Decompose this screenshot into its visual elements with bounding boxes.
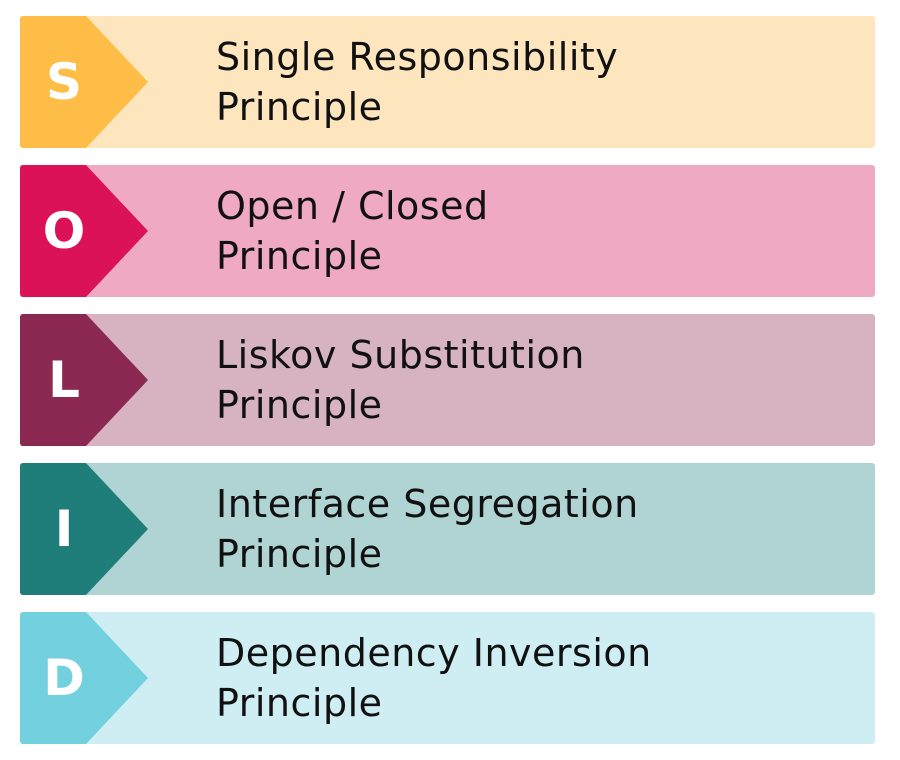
principle-label-d: Dependency Inversion Principle — [216, 628, 652, 728]
principle-label-s: Single Responsibility Principle — [216, 32, 618, 132]
principle-row-o: O Open / Closed Principle — [20, 165, 875, 297]
principle-suffix-i: Principle — [216, 532, 383, 576]
principle-suffix-l: Principle — [216, 383, 383, 427]
principle-name-l: Liskov Substitution — [216, 333, 585, 377]
letter-i: I — [54, 500, 74, 558]
principle-suffix-s: Principle — [216, 85, 383, 129]
principle-row-d: D Dependency Inversion Principle — [20, 612, 875, 744]
letter-d: D — [43, 649, 85, 707]
principle-suffix-d: Principle — [216, 681, 383, 725]
principle-name-o: Open / Closed — [216, 184, 489, 228]
principle-name-d: Dependency Inversion — [216, 631, 652, 675]
solid-principles-diagram: S Single Responsibility Principle O Open… — [20, 16, 875, 744]
letter-s: S — [45, 53, 82, 111]
principle-row-l: L Liskov Substitution Principle — [20, 314, 875, 446]
principle-suffix-o: Principle — [216, 234, 383, 278]
letter-l: L — [48, 351, 80, 409]
principle-label-o: Open / Closed Principle — [216, 181, 489, 281]
principle-label-l: Liskov Substitution Principle — [216, 330, 585, 430]
principle-row-s: S Single Responsibility Principle — [20, 16, 875, 148]
principle-row-i: I Interface Segregation Principle — [20, 463, 875, 595]
principle-name-s: Single Responsibility — [216, 35, 619, 79]
principle-label-i: Interface Segregation Principle — [216, 479, 639, 579]
letter-o: O — [42, 202, 86, 260]
principle-name-i: Interface Segregation — [216, 482, 639, 526]
